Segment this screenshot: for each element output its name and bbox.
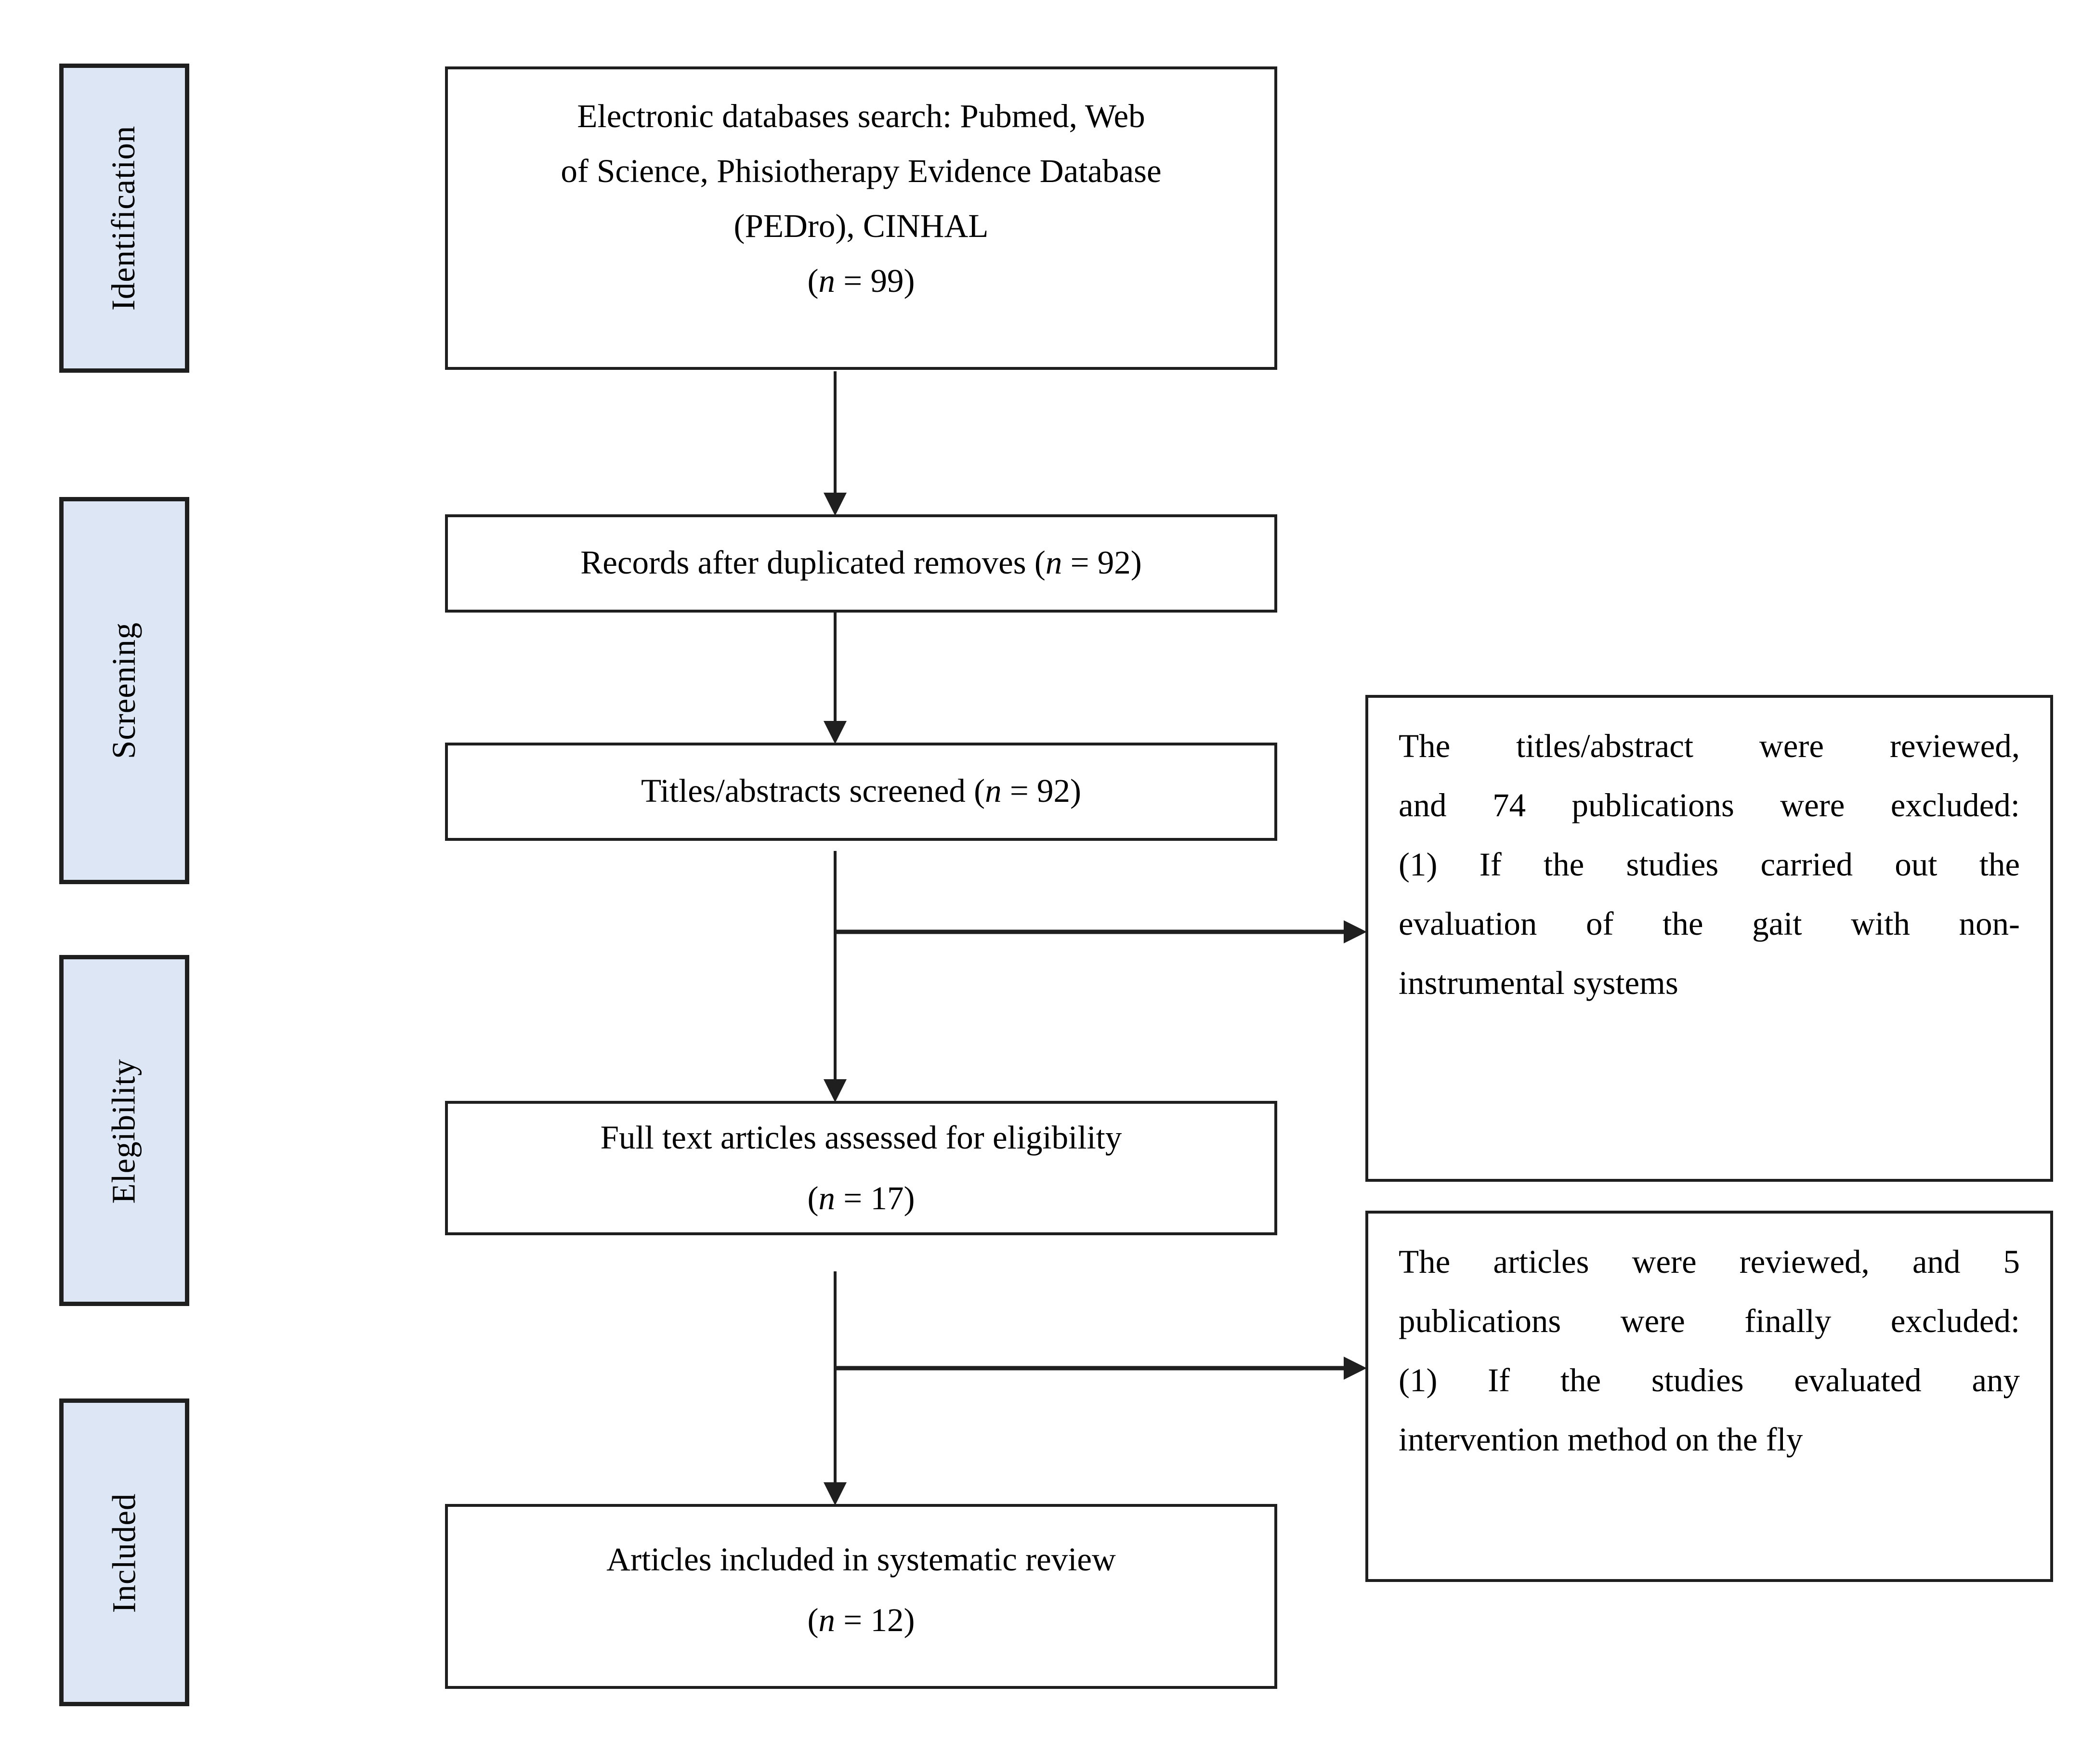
arrowhead-dedup-to-screened xyxy=(824,721,847,744)
stage-screening-box: Screening xyxy=(59,497,189,884)
stage-included-label: Included xyxy=(105,1492,142,1612)
included-in-review-line-1: Articles included in systematic review xyxy=(606,1542,1116,1578)
databases-search-line-2: of Science, Phisiotherapy Evidence Datab… xyxy=(561,153,1162,189)
databases-search-box: Electronic databases search: Pubmed, Web… xyxy=(445,66,1277,370)
stage-elegibility-label: Elegibility xyxy=(105,1058,142,1203)
screening-exclusion-line-3: (1) If the studies carried out the xyxy=(1399,847,2020,883)
stage-identification-label: Identification xyxy=(105,125,142,311)
titles-abstracts-screened-box: Titles/abstracts screened (n = 92) xyxy=(445,743,1277,841)
eligibility-exclusion-line-4: intervention method on the fly xyxy=(1399,1422,1803,1458)
screening-exclusion-box: The titles/abstract were reviewed, and 7… xyxy=(1365,695,2053,1182)
records-after-duplicates-label: Records after duplicated removes (n = 92… xyxy=(580,545,1142,581)
eligibility-exclusion-line-1: The articles were reviewed, and 5 xyxy=(1399,1244,2020,1280)
records-after-duplicates-box: Records after duplicated removes (n = 92… xyxy=(445,514,1277,613)
arrowhead-search-to-dedup xyxy=(824,493,847,516)
screening-exclusion-line-4: evaluation of the gait with non- xyxy=(1399,906,2020,942)
screening-exclusion-line-5: instrumental systems xyxy=(1399,965,1678,1001)
databases-search-line-1: Electronic databases search: Pubmed, Web xyxy=(577,98,1145,134)
fulltext-assessed-count: (n = 17) xyxy=(807,1180,915,1216)
eligibility-exclusion-box: The articles were reviewed, and 5 public… xyxy=(1365,1211,2053,1582)
stage-included-box: Included xyxy=(59,1398,189,1706)
stage-elegibility-box: Elegibility xyxy=(59,955,189,1306)
eligibility-exclusion-line-2: publications were finally excluded: xyxy=(1399,1303,2020,1339)
arrowhead-fulltext-to-exclusion xyxy=(1344,1357,1367,1380)
included-in-review-count: (n = 12) xyxy=(807,1602,915,1638)
databases-search-count: (n = 99) xyxy=(807,263,915,299)
fulltext-assessed-box: Full text articles assessed for eligibil… xyxy=(445,1101,1277,1235)
arrowhead-screened-to-exclusion xyxy=(1344,920,1367,943)
fulltext-assessed-line-1: Full text articles assessed for eligibil… xyxy=(600,1120,1122,1156)
databases-search-line-3: (PEDro), CINHAL xyxy=(733,208,989,244)
screening-exclusion-line-1: The titles/abstract were reviewed, xyxy=(1399,728,2020,764)
stage-screening-label: Screening xyxy=(105,622,142,759)
eligibility-exclusion-line-3: (1) If the studies evaluated any xyxy=(1399,1362,2020,1398)
arrowhead-screened-to-fulltext xyxy=(824,1079,847,1102)
included-in-review-box: Articles included in systematic review (… xyxy=(445,1504,1277,1689)
arrowhead-fulltext-to-included xyxy=(824,1482,847,1505)
stage-identification-box: Identification xyxy=(59,64,189,373)
titles-abstracts-screened-label: Titles/abstracts screened (n = 92) xyxy=(641,773,1081,809)
screening-exclusion-line-2: and 74 publications were excluded: xyxy=(1399,787,2020,823)
